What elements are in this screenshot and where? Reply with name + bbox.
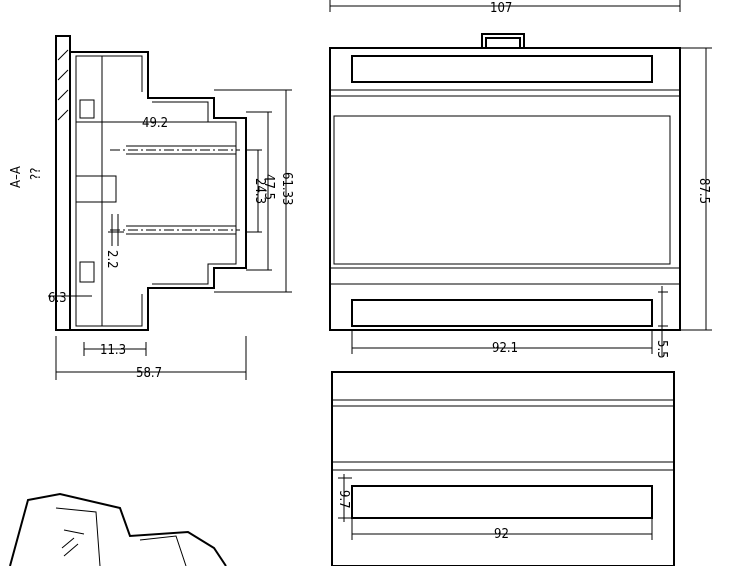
dim-11-line bbox=[83, 342, 147, 356]
bottom-window bbox=[351, 485, 653, 519]
front-top-window bbox=[351, 55, 653, 83]
dim-47-line bbox=[246, 111, 272, 271]
dim-107-label: 107 bbox=[490, 1, 512, 16]
section-label: ?? A–A bbox=[9, 166, 44, 188]
perspective-view bbox=[9, 492, 227, 566]
dim-24-line bbox=[246, 149, 262, 233]
front-band-bottom bbox=[330, 267, 680, 285]
dim-5-line bbox=[658, 286, 668, 356]
dim-24-label: 24.3 bbox=[252, 178, 267, 204]
side-section-view: 49.2 61.33 47.5 24.3 2.2 6.3 11.3 58.7 bbox=[48, 35, 294, 381]
dim-61-label: 61.33 bbox=[279, 172, 294, 205]
side-step-inner bbox=[152, 101, 237, 285]
dim-9-line bbox=[338, 474, 352, 522]
dim-61-line bbox=[214, 89, 292, 293]
side-body-inner bbox=[75, 55, 143, 327]
dim-9-label: 9.7 bbox=[336, 490, 351, 509]
dim-6-line bbox=[48, 288, 92, 304]
dim-58-label: 58.7 bbox=[136, 366, 162, 381]
dim-58-line bbox=[55, 336, 247, 380]
bottom-outline bbox=[331, 371, 675, 566]
dim-87-label: 87.5 bbox=[696, 178, 711, 204]
dim-92-line bbox=[351, 518, 653, 540]
perspective-hatch bbox=[61, 537, 79, 557]
latch-small bbox=[79, 99, 95, 283]
dim-6-label: 6.3 bbox=[48, 291, 67, 306]
dim-107-line bbox=[329, 0, 681, 12]
side-body-outline bbox=[70, 51, 247, 331]
dim-2-line bbox=[108, 214, 124, 246]
dim-2-label: 2.2 bbox=[104, 250, 119, 269]
front-handle bbox=[481, 33, 525, 48]
front-band-top bbox=[330, 89, 680, 97]
dim-87-line bbox=[680, 47, 712, 331]
section-label-name: A–A bbox=[9, 166, 24, 188]
latch bbox=[76, 175, 117, 203]
perspective-body bbox=[9, 492, 227, 566]
dim-92-1-label: 92.1 bbox=[492, 341, 518, 356]
front-view: 107 87.5 92.1 5.5 bbox=[329, 0, 712, 359]
rail-clip-hatch bbox=[57, 49, 69, 121]
terminal-top bbox=[126, 145, 236, 155]
front-bottom-window bbox=[351, 299, 653, 327]
section-label-code: ?? bbox=[29, 168, 44, 180]
dim-92-1-line bbox=[351, 330, 653, 354]
bottom-view: 9.7 92 bbox=[331, 371, 675, 566]
perspective-detail bbox=[55, 507, 187, 566]
dim-47-label: 47.5 bbox=[261, 174, 276, 200]
bottom-band-top bbox=[332, 399, 674, 407]
terminal-center-line bbox=[110, 149, 240, 231]
bottom-band-bottom bbox=[332, 461, 674, 471]
dim-92-label: 92 bbox=[494, 527, 509, 542]
dim-11-label: 11.3 bbox=[100, 343, 126, 358]
dim-49-label: 49.2 bbox=[142, 116, 168, 131]
terminal-bottom bbox=[126, 225, 236, 235]
front-band-panel bbox=[333, 115, 671, 265]
dim-5-label: 5.5 bbox=[654, 340, 669, 359]
